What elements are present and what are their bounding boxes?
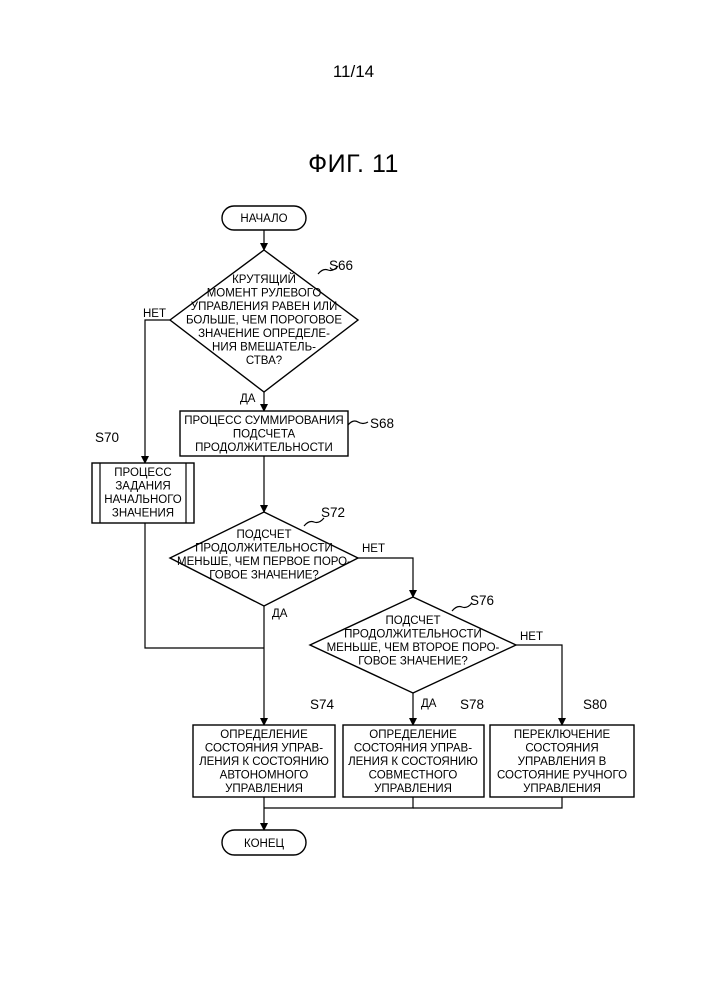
text-line: ПОДСЧЕТ	[236, 529, 291, 541]
edge-s72-s76	[358, 558, 413, 597]
text-line: ЗНАЧЕНИЯ	[112, 508, 174, 520]
text-line: НАЧАЛО	[240, 213, 287, 225]
s72-yes-label: ДА	[272, 608, 288, 620]
predefined-process-s70: ПРОЦЕСС ЗАДАНИЯНАЧАЛЬНОГО ЗНАЧЕНИЯ S70	[92, 430, 194, 523]
text-line: МОМЕНТ РУЛЕВОГО	[207, 288, 322, 300]
text-line: ЛЕНИЯ К СОСТОЯНИЮ	[348, 756, 478, 768]
s70-text: ПРОЦЕСС ЗАДАНИЯНАЧАЛЬНОГО ЗНАЧЕНИЯ	[104, 467, 182, 520]
decision-s66: КРУТЯЩИЙ МОМЕНТ РУЛЕВОГОУПРАВЛЕНИЯ РАВЕН …	[170, 250, 358, 392]
text-line: ПРОЦЕСС СУММИРОВАНИЯ	[184, 415, 343, 427]
text-line: УПРАВЛЕНИЯ В	[518, 756, 607, 768]
text-line: ПРОДОЛЖИТЕЛЬНОСТИ	[344, 629, 482, 641]
start-text: НАЧАЛО	[240, 213, 287, 225]
text-line: ЗАДАНИЯ	[115, 481, 170, 493]
s72-step-label: S72	[321, 505, 345, 520]
text-line: МЕНЬШЕ, ЧЕМ ПЕРВОЕ ПОРО-	[177, 556, 351, 568]
text-line: СОСТОЯНИЯ УПРАВ-	[354, 743, 472, 755]
end-terminal: КОНЕЦ	[222, 830, 306, 855]
text-line: КОНЕЦ	[244, 838, 284, 850]
text-line: ОПРЕДЕЛЕНИЕ	[369, 729, 457, 741]
text-line: УПРАВЛЕНИЯ РАВЕН ИЛИ	[191, 301, 337, 313]
text-line: КРУТЯЩИЙ	[232, 273, 296, 286]
text-line: УПРАВЛЕНИЯ	[523, 783, 601, 795]
text-line: ПРОЦЕСС	[114, 467, 171, 479]
text-line: НИЯ ВМЕШАТЕЛЬ-	[212, 342, 316, 354]
text-line: ГОВОЕ ЗНАЧЕНИЕ?	[358, 656, 468, 668]
start-terminal: НАЧАЛО	[222, 206, 306, 230]
text-line: СОСТОЯНИЯ	[525, 743, 598, 755]
edge-s76-s80	[516, 645, 562, 725]
edge-s66-s70	[145, 320, 170, 463]
s80-step-label: S80	[583, 697, 607, 712]
s66-yes-label: ДА	[240, 393, 256, 405]
decision-s76: ПОДСЧЕТ ПРОДОЛЖИТЕЛЬНОСТИМЕНЬШЕ, ЧЕМ ВТОР…	[310, 593, 516, 693]
text-line: ПРОДОЛЖИТЕЛЬНОСТИ	[195, 442, 333, 454]
edge-s78-merge	[264, 797, 413, 808]
text-line: НАЧАЛЬНОГО	[104, 494, 182, 506]
text-line: ГОВОЕ ЗНАЧЕНИЕ?	[209, 570, 319, 582]
text-line: ПЕРЕКЛЮЧЕНИЕ	[514, 729, 611, 741]
text-line: ЛЕНИЯ К СОСТОЯНИЮ	[199, 756, 329, 768]
text-line: АВТОНОМНОГО	[220, 770, 309, 782]
s72-no-label: НЕТ	[362, 543, 385, 555]
s66-text: КРУТЯЩИЙ МОМЕНТ РУЛЕВОГОУПРАВЛЕНИЯ РАВЕН …	[186, 273, 342, 367]
decision-s72: ПОДСЧЕТ ПРОДОЛЖИТЕЛЬНОСТИМЕНЬШЕ, ЧЕМ ПЕРВ…	[170, 505, 358, 606]
text-line: СОСТОЯНИЯ УПРАВ-	[205, 743, 323, 755]
text-line: ПРОДОЛЖИТЕЛЬНОСТИ	[195, 543, 333, 555]
text-line: ЗНАЧЕНИЕ ОПРЕДЕЛЕ-	[198, 328, 330, 340]
process-s68: ПРОЦЕСС СУММИРОВАНИЯ ПОДСЧЕТАПРОДОЛЖИТЕЛЬ…	[180, 411, 394, 456]
text-line: ПОДСЧЕТА	[233, 429, 296, 441]
s78-step-label: S78	[460, 697, 484, 712]
s76-no-label: НЕТ	[520, 631, 543, 643]
edge-s80-merge	[413, 797, 562, 808]
s66-no-label: НЕТ	[143, 308, 166, 320]
s66-step-label: S66	[329, 258, 353, 273]
text-line: УПРАВЛЕНИЯ	[225, 783, 303, 795]
s74-step-label: S74	[310, 697, 335, 712]
text-line: СОВМЕСТНОГО	[369, 770, 458, 782]
s68-step-label: S68	[370, 416, 394, 431]
s70-step-label: S70	[95, 430, 119, 445]
text-line: УПРАВЛЕНИЯ	[374, 783, 452, 795]
s76-step-label: S76	[470, 593, 494, 608]
text-line: СТВА?	[246, 355, 282, 367]
text-line: ОПРЕДЕЛЕНИЕ	[220, 729, 308, 741]
end-text: КОНЕЦ	[244, 838, 284, 850]
text-line: МЕНЬШЕ, ЧЕМ ВТОРОЕ ПОРО-	[327, 642, 500, 654]
text-line: ПОДСЧЕТ	[385, 615, 440, 627]
text-line: СОСТОЯНИЕ РУЧНОГО	[497, 770, 627, 782]
s76-yes-label: ДА	[421, 698, 437, 710]
text-line: БОЛЬШЕ, ЧЕМ ПОРОГОВОЕ	[186, 315, 342, 327]
